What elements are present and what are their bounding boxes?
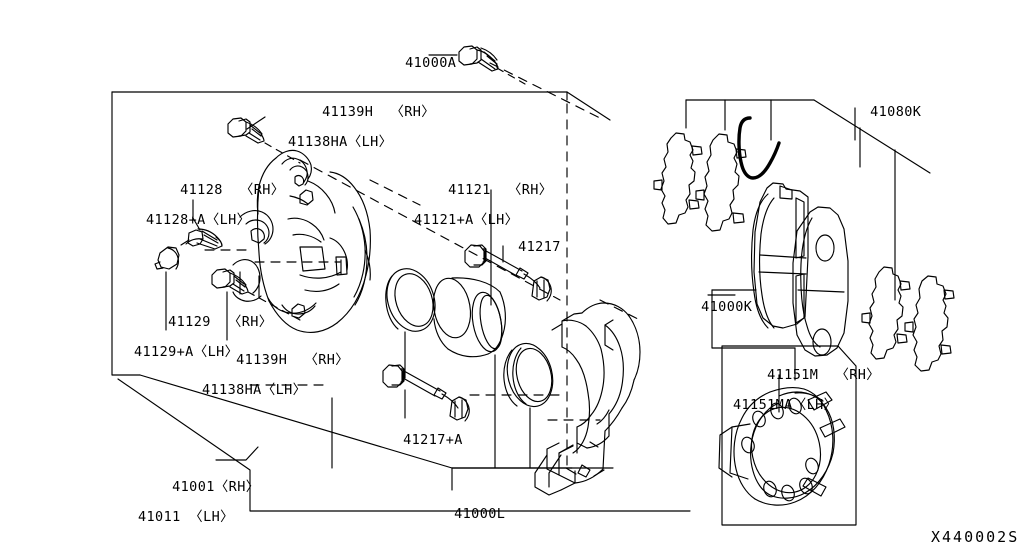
label-41217a-line1: 41217+A	[403, 432, 463, 448]
leader-41001	[215, 446, 259, 461]
label-41000a: 41000A	[371, 41, 456, 86]
label-41121: 41121 〈RH〉 41121+A〈LH〉	[414, 168, 553, 258]
shim-inner-1	[861, 266, 911, 360]
label-41151m-line2: 41151MA〈LH〉	[733, 397, 838, 413]
bolt-41000a	[458, 45, 499, 72]
label-41121-line2: 41121+A〈LH〉	[414, 212, 519, 228]
shim-inner-2	[904, 275, 955, 372]
label-41139h-lower-line2: 41138HA〈LH〉	[202, 382, 307, 398]
label-41139h-upper-line2: 41138HA〈LH〉	[288, 134, 393, 150]
shim-outer-1	[653, 132, 703, 225]
label-41139h-upper-line1: 41139H 〈RH〉	[322, 104, 436, 120]
label-41080k-line1: 41080K	[870, 104, 922, 120]
label-41129-line1: 41129 〈RH〉	[168, 314, 273, 330]
label-41000l: 41000L	[420, 492, 505, 537]
label-41217: 41217	[484, 225, 561, 270]
label-41080k: 41080K	[836, 90, 921, 135]
label-41001: 41001〈RH〉 41011 〈LH〉	[138, 465, 260, 555]
bleeder-screw-41128	[180, 228, 223, 250]
label-41000l-line1: 41000L	[454, 506, 506, 522]
piston-41121	[432, 277, 506, 358]
leader-41128	[192, 199, 201, 231]
shim-outer-2	[695, 133, 747, 232]
label-41000k: 41000K	[667, 285, 752, 330]
bleeder-cap-41129	[154, 246, 180, 270]
pad-kit-bracket-41000k	[711, 289, 796, 381]
label-41128-line1: 41128 〈RH〉	[180, 182, 285, 198]
seal-kit-bracket-41000l	[331, 354, 573, 491]
wire-retaining-clip	[737, 116, 781, 180]
label-41001-line1: 41001〈RH〉	[172, 479, 260, 495]
leader-41000a-dash	[496, 67, 526, 85]
label-41139h-lower-line1: 41139H 〈RH〉	[236, 352, 350, 368]
label-41129: 41129 〈RH〉 41129+A〈LH〉	[134, 300, 273, 390]
label-41217a: 41217+A	[369, 418, 463, 463]
perspective-guides	[204, 62, 641, 421]
caliper-body-41001	[232, 149, 371, 333]
label-41000k-line1: 41000K	[701, 299, 753, 315]
label-41001-line2: 41011 〈LH〉	[138, 509, 235, 525]
dust-boot-ring	[503, 342, 554, 408]
piston-seal-ring	[385, 268, 436, 332]
slide-pin-41217	[464, 244, 552, 302]
label-41139h-lower: 41139H 〈RH〉 41138HA〈LH〉	[202, 338, 349, 428]
caliper-bracket	[534, 302, 641, 496]
splash-shield-box	[721, 345, 857, 526]
label-41151m-line1: 41151M 〈RH〉	[767, 367, 881, 383]
label-41217-line1: 41217	[518, 239, 561, 255]
leader-41139h-upper	[246, 116, 266, 130]
label-41139h-upper: 41139H 〈RH〉 41138HA〈LH〉	[288, 90, 435, 180]
slide-pin-41217a	[382, 364, 470, 422]
label-41121-line1: 41121 〈RH〉	[448, 182, 553, 198]
label-41128-line2: 41128+A〈LH〉	[146, 212, 251, 228]
splash-shield-41151m	[718, 387, 846, 506]
label-41000a-line1: 41000A	[405, 55, 457, 71]
label-41128: 41128 〈RH〉 41128+A〈LH〉	[146, 168, 285, 258]
diagram-id-code: X440002S	[931, 528, 1020, 546]
label-41151m: 41151M 〈RH〉 41151MA〈LH〉	[733, 353, 880, 443]
brake-pad-outer	[792, 206, 849, 357]
label-41129-line2: 41129+A〈LH〉	[134, 344, 239, 360]
brake-pad-inner	[751, 182, 809, 329]
bolt-41139h-lower	[211, 268, 249, 295]
